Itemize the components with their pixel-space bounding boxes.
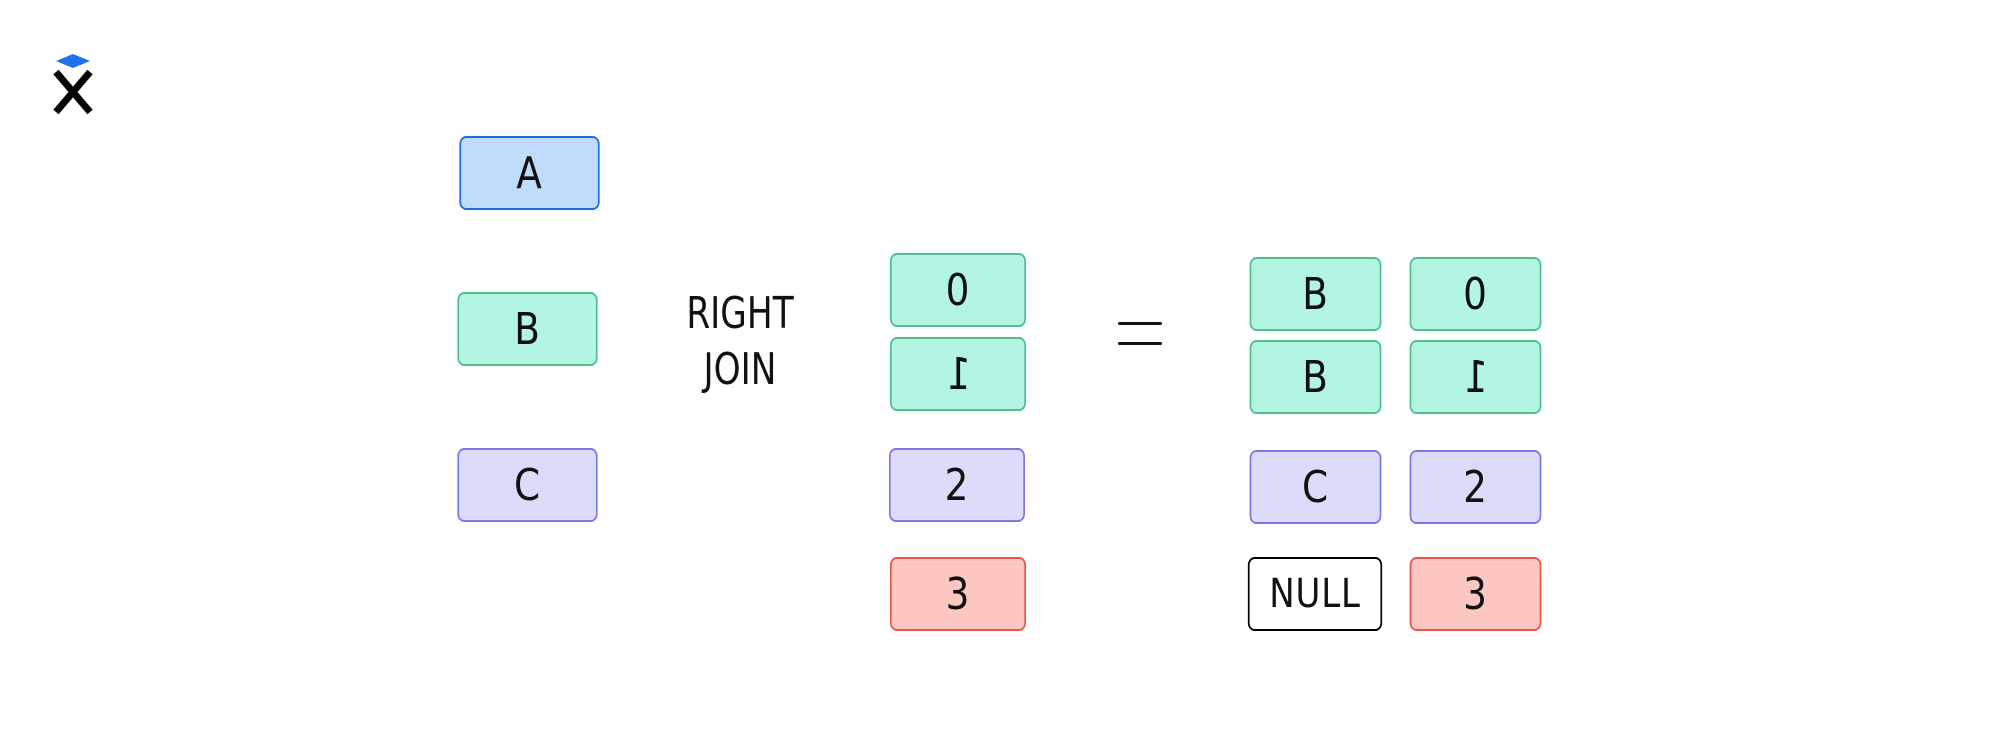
result-row1-left-label: B <box>1302 268 1329 320</box>
result-row3-right: 2 <box>1409 450 1542 524</box>
result-row2-right: 1 <box>1409 340 1542 414</box>
result-row2-left: B <box>1249 340 1382 414</box>
result-row1-right-label: 0 <box>1463 268 1488 320</box>
result-row3-left-label: C <box>1302 461 1329 513</box>
result-row1-right: 0 <box>1409 257 1542 331</box>
left-cell-a-label: A <box>516 147 543 199</box>
result-row4-left-label: NULL <box>1269 571 1361 617</box>
right-cell-1-label: 1 <box>945 348 971 400</box>
result-row2-right-label: 1 <box>1463 351 1488 403</box>
x-logo-icon <box>53 54 93 115</box>
equals-icon <box>1118 322 1162 348</box>
left-cell-b: B <box>457 292 598 366</box>
right-cell-3: 3 <box>890 557 1026 631</box>
left-cell-b-label: B <box>514 303 541 355</box>
result-row4-left-null: NULL <box>1247 557 1383 631</box>
left-cell-c-label: C <box>514 459 541 511</box>
result-row3-left: C <box>1249 450 1382 524</box>
right-cell-0: 0 <box>890 253 1026 327</box>
right-cell-1: 1 <box>890 337 1026 411</box>
result-row3-right-label: 2 <box>1463 461 1488 513</box>
right-cell-0-label: 0 <box>945 264 971 316</box>
result-row1-left: B <box>1249 257 1382 331</box>
right-cell-3-label: 3 <box>945 568 971 620</box>
right-cell-2: 2 <box>889 448 1025 522</box>
result-row4-right: 3 <box>1409 557 1542 631</box>
join-operation-line2: JOIN <box>703 344 777 395</box>
join-operation-line1: RIGHT <box>686 288 794 339</box>
left-cell-a: A <box>459 136 600 210</box>
result-row2-left-label: B <box>1302 351 1329 403</box>
logo-diamond <box>56 54 90 68</box>
right-cell-2-label: 2 <box>944 459 970 511</box>
join-operation-label: RIGHT JOIN <box>685 286 794 398</box>
left-cell-c: C <box>457 448 598 522</box>
result-row4-right-label: 3 <box>1463 568 1488 620</box>
